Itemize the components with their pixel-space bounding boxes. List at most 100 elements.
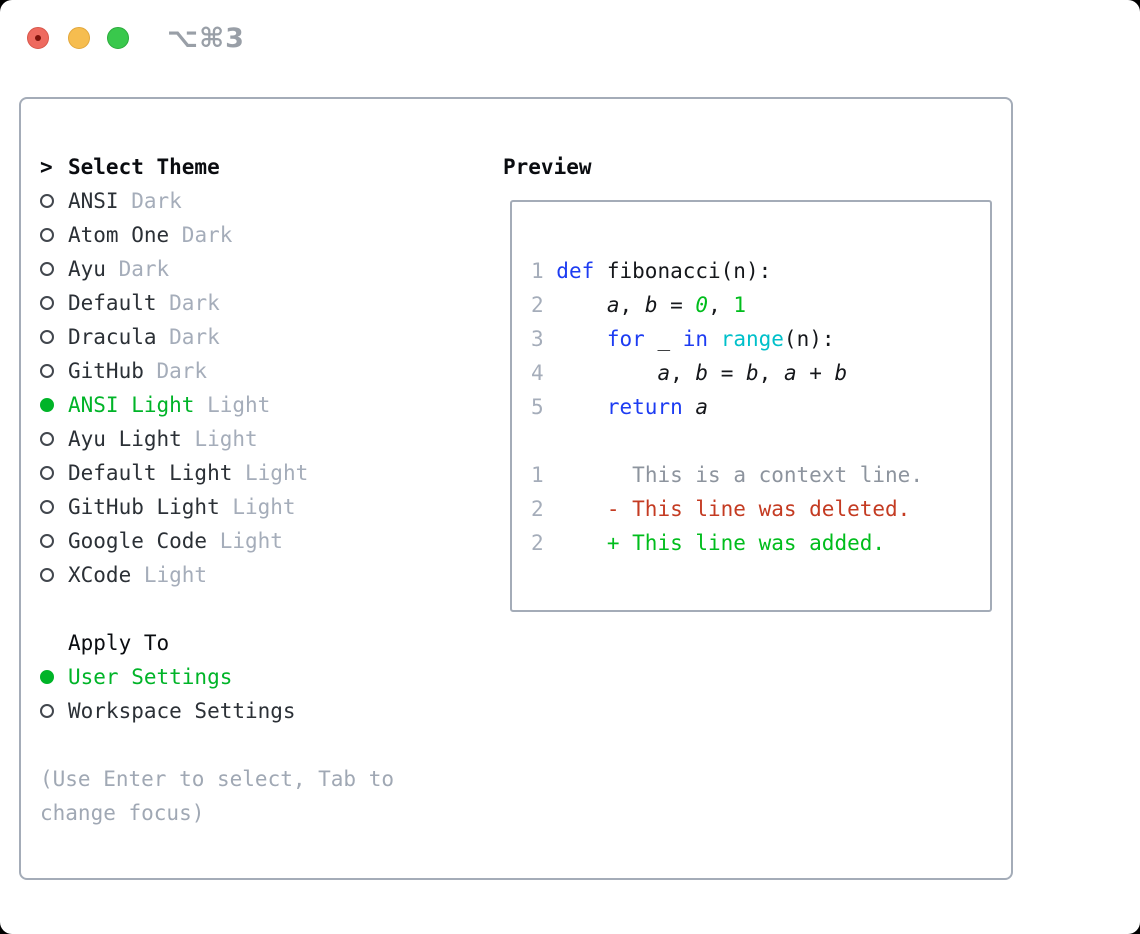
code-token xyxy=(544,531,607,555)
option-label: Default Light xyxy=(68,461,233,485)
theme-option-ansi[interactable]: ANSI Dark xyxy=(40,184,394,218)
code-token: This is a context line. xyxy=(632,463,923,487)
code-token: + This line was added. xyxy=(606,531,886,555)
code-token: def xyxy=(556,259,595,283)
code-line: 2 + This line was added. xyxy=(531,526,990,560)
variant-label: Light xyxy=(219,495,296,519)
radio-selected-icon xyxy=(40,398,54,412)
radio-icon xyxy=(40,500,54,514)
code-token: a xyxy=(695,395,709,419)
radio-icon xyxy=(40,466,54,480)
theme-option-ansi-light[interactable]: ANSI Light Light xyxy=(40,388,394,422)
code-token: 1 xyxy=(531,259,557,283)
close-button-icon[interactable] xyxy=(27,27,49,49)
option-label: XCode xyxy=(68,563,132,587)
code-line: 1 def fibonacci(n): xyxy=(531,254,990,288)
code-line: 2 - This line was deleted. xyxy=(531,492,990,526)
variant-label: Light xyxy=(131,563,208,587)
radio-icon xyxy=(40,364,54,378)
code-token: b xyxy=(644,293,658,317)
theme-option-default[interactable]: Default Dark xyxy=(40,286,394,320)
variant-label: Dark xyxy=(143,359,208,383)
option-label: Ayu Light xyxy=(68,427,182,451)
radio-icon xyxy=(40,432,54,446)
apply-to-header: Apply To xyxy=(40,626,394,660)
spacer xyxy=(40,728,394,762)
theme-option-github-light[interactable]: GitHub Light Light xyxy=(40,490,394,524)
code-token: 2 xyxy=(531,531,544,555)
option-label: ANSI xyxy=(68,189,119,213)
option-label: Default xyxy=(68,291,157,315)
code-token: fibonacci(n): xyxy=(594,259,772,283)
variant-label: Dark xyxy=(105,257,170,281)
code-token: + xyxy=(796,361,835,385)
code-token: b xyxy=(695,361,709,385)
minimize-button-icon[interactable] xyxy=(68,27,90,49)
apply-to-title: Apply To xyxy=(68,631,170,655)
theme-option-github[interactable]: GitHub Dark xyxy=(40,354,394,388)
variant-label: Dark xyxy=(118,189,182,213)
zoom-button-icon[interactable] xyxy=(107,27,129,49)
code-token: a xyxy=(606,293,620,317)
code-token xyxy=(556,395,607,419)
code-token: b xyxy=(834,361,848,385)
option-label: Ayu xyxy=(68,257,106,281)
code-token: 1 xyxy=(733,293,747,317)
theme-option-atom-one[interactable]: Atom One Dark xyxy=(40,218,394,252)
code-token: = xyxy=(708,361,746,385)
radio-icon xyxy=(40,330,54,344)
code-line xyxy=(531,424,990,458)
option-label: Workspace Settings xyxy=(68,699,296,723)
code-token: 2 xyxy=(531,497,544,521)
code-token xyxy=(556,361,657,385)
option-label: Atom One xyxy=(68,223,170,247)
code-token: , xyxy=(708,293,734,317)
variant-label: Light xyxy=(181,427,258,451)
code-token: return xyxy=(606,395,683,419)
code-token xyxy=(683,395,696,419)
radio-icon xyxy=(40,296,54,310)
code-token xyxy=(544,463,633,487)
radio-icon xyxy=(40,194,54,208)
code-token: for xyxy=(606,327,645,351)
option-label: GitHub xyxy=(68,359,144,383)
code-token: 3 xyxy=(531,327,557,351)
theme-option-dracula[interactable]: Dracula Dark xyxy=(40,320,394,354)
spacer xyxy=(40,592,394,626)
code-line: 5 return a xyxy=(531,390,990,424)
theme-option-ayu-light[interactable]: Ayu Light Light xyxy=(40,422,394,456)
radio-icon xyxy=(40,568,54,582)
variant-label: Dark xyxy=(156,325,220,349)
code-token: a xyxy=(657,361,671,385)
code-token: 5 xyxy=(531,395,557,419)
variant-label: Dark xyxy=(156,291,220,315)
theme-option-xcode[interactable]: XCode Light xyxy=(40,558,394,592)
apply-option-user-settings[interactable]: User Settings xyxy=(40,660,394,694)
hint-line: (Use Enter to select, Tab to xyxy=(40,767,395,791)
theme-option-ayu[interactable]: Ayu Dark xyxy=(40,252,394,286)
variant-label: Dark xyxy=(169,223,233,247)
code-token: b xyxy=(746,361,759,385)
code-token: (n): xyxy=(783,327,835,351)
apply-option-workspace-settings[interactable]: Workspace Settings xyxy=(40,694,394,728)
preview-title: Preview xyxy=(503,155,592,179)
variant-label: Light xyxy=(194,393,271,417)
code-token: 4 xyxy=(531,361,557,385)
theme-option-google-code[interactable]: Google Code Light xyxy=(40,524,394,558)
hint-line: change focus) xyxy=(40,801,205,825)
cursor-icon: > xyxy=(40,155,53,179)
variant-label: Light xyxy=(232,461,309,485)
code-token xyxy=(708,327,721,351)
radio-icon xyxy=(40,228,54,242)
theme-option-default-light[interactable]: Default Light Light xyxy=(40,456,394,490)
option-label: Dracula xyxy=(68,325,157,349)
code-token: = xyxy=(657,293,696,317)
code-token: _ xyxy=(644,327,683,351)
code-token xyxy=(556,327,607,351)
